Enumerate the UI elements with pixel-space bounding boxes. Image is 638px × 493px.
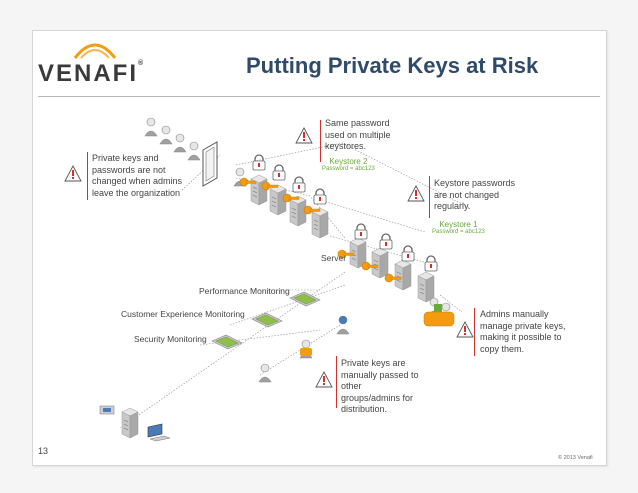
page-number: 13 — [38, 446, 49, 456]
server-icon — [417, 271, 435, 303]
note-same-password: Same password used on multiple keystores… — [325, 118, 391, 151]
keystore-2-password: Password = abc123 — [322, 166, 375, 172]
venafi-logo-mark — [73, 43, 117, 59]
customer-experience-monitoring-device-icon — [251, 312, 283, 328]
note-bar — [474, 308, 475, 356]
admin-person-icon — [144, 117, 158, 137]
security-monitoring-label: Security Monitoring — [134, 334, 207, 344]
lock-icon — [354, 223, 368, 240]
keystore-1-password: Password = abc123 — [432, 229, 485, 235]
note-bar — [320, 120, 321, 162]
admin-person-icon — [173, 133, 187, 153]
copyright: © 2013 Venafi — [558, 455, 593, 461]
keystore-1-name: Keystore 1 — [439, 220, 478, 229]
server-label: Server — [321, 253, 347, 263]
note-bar — [429, 176, 430, 218]
keystore-2-label: Keystore 2 Password = abc123 — [322, 157, 375, 172]
admin-person-icon — [258, 363, 272, 383]
note-keystore-passwords: Keystore passwords are not changed regul… — [434, 178, 516, 211]
customer-experience-monitoring-label: Customer Experience Monitoring — [121, 309, 245, 319]
lock-icon — [292, 176, 306, 193]
note-bar — [336, 356, 337, 408]
warning-icon — [64, 165, 82, 182]
computer-icon — [147, 423, 171, 442]
server-icon — [394, 259, 412, 291]
warning-icon — [295, 127, 313, 144]
logo-reg: ® — [138, 60, 144, 67]
note-bar — [87, 152, 88, 200]
door-icon — [202, 141, 218, 187]
performance-monitoring-label: Performance Monitoring — [199, 286, 290, 296]
keystore-2-name: Keystore 2 — [329, 157, 368, 166]
lock-icon — [379, 233, 393, 250]
lock-icon — [252, 154, 266, 171]
logo-text: VENAFI — [38, 60, 139, 87]
note-admins-leave: Private keys and passwords are not chang… — [92, 153, 183, 198]
server-icon — [289, 195, 307, 227]
slide — [32, 30, 607, 466]
security-monitoring-device-icon — [211, 334, 243, 350]
admin-group-icon — [423, 297, 455, 327]
server-icon — [311, 207, 329, 239]
note-passed-to-groups: Private keys are manually passed to othe… — [341, 358, 419, 414]
keystore-1-label: Keystore 1 Password = abc123 — [432, 220, 485, 235]
note-admins-manually: Admins manually manage private keys, mak… — [480, 309, 566, 354]
lock-icon — [313, 188, 327, 205]
server-icon — [371, 247, 389, 279]
warning-icon — [456, 321, 474, 338]
lock-icon — [424, 255, 438, 272]
lock-icon — [401, 245, 415, 262]
workstation-icon — [99, 405, 115, 415]
performance-monitoring-device-icon — [289, 291, 321, 307]
warning-icon — [407, 185, 425, 202]
admin-person-icon — [159, 125, 173, 145]
warning-icon — [315, 371, 333, 388]
server-icon — [121, 407, 139, 439]
lock-icon — [272, 164, 286, 181]
page-title: Putting Private Keys at Risk — [246, 53, 539, 78]
title-divider — [38, 96, 600, 97]
venafi-logo: VENAFI® — [38, 60, 143, 88]
